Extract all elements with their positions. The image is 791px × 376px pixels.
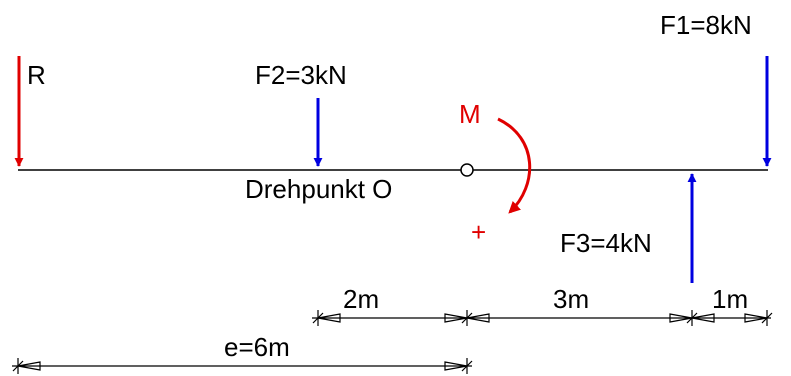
- force-f3-label: F3=4kN: [560, 228, 652, 258]
- force-f1-label: F1=8kN: [660, 10, 752, 40]
- moment-label: M: [459, 99, 481, 129]
- pivot-point: [460, 163, 474, 177]
- moment-arrow: [497, 117, 532, 214]
- dimension-1m: 1m: [712, 284, 748, 314]
- dimension-row-top-arrows: [317, 313, 768, 323]
- dimension-row-bottom: [12, 358, 473, 374]
- dimension-e: e=6m: [224, 332, 290, 362]
- dimension-2m: 2m: [343, 284, 379, 314]
- dimension-3m: 3m: [553, 284, 589, 314]
- reaction-label: R: [27, 60, 46, 90]
- moment-sign: +: [471, 217, 486, 247]
- force-f2-label: F2=3kN: [255, 60, 347, 90]
- pivot-label: Drehpunkt O: [245, 174, 392, 204]
- dimension-row-top: [312, 310, 773, 326]
